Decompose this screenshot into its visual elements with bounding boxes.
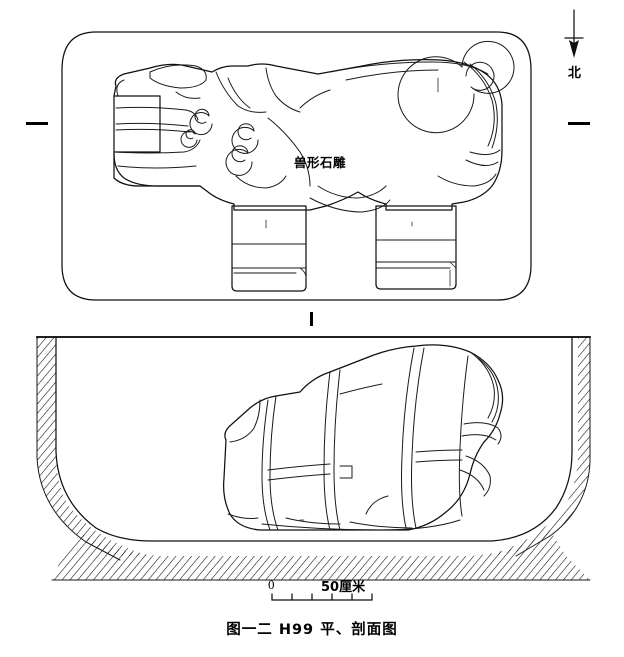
carving-snout-tip — [116, 79, 125, 97]
carving-neck-ridge — [265, 67, 301, 113]
section-artifact-base-line — [261, 519, 461, 531]
carving-body-contour-2 — [299, 89, 331, 109]
figure-caption: 图一二 H99 平、剖面图 — [226, 622, 398, 638]
section-artifact-band-3b — [415, 459, 463, 463]
section-artifact-seg-1 — [261, 399, 271, 531]
carving-body-outline — [113, 58, 503, 211]
hatch-left-wall — [37, 337, 150, 556]
carving-snout-line-1 — [115, 106, 199, 121]
north-arrow-head — [569, 40, 579, 58]
section-artifact-curl-3 — [463, 422, 502, 445]
section-hatch-outer-right — [515, 336, 591, 557]
section-artifact-curl-1 — [469, 351, 495, 419]
carving-belly-line — [317, 185, 387, 199]
hatch-floor — [52, 530, 590, 580]
plan-pit-outline — [61, 31, 532, 301]
section-artifact-curl-4 — [461, 434, 497, 441]
carving-shoulder-spiral-2 — [225, 145, 253, 176]
carving-haunch-curve-1 — [463, 61, 495, 147]
carving-snout-line-2 — [115, 122, 189, 127]
carving-tail-curl — [469, 149, 501, 156]
carving-jaw-line — [115, 139, 201, 154]
carving-rear-leg — [375, 205, 457, 290]
carving-back-ridge — [329, 61, 489, 75]
section-artifact-outline — [223, 344, 504, 531]
scale-bar-group — [271, 593, 373, 601]
carving-body-contour-1 — [267, 117, 311, 187]
section-artifact-seg-1b — [269, 395, 279, 531]
carving-lower-jaw — [117, 165, 197, 169]
section-artifact-seg-4 — [458, 355, 469, 517]
carving-shoulder-sweep — [235, 175, 287, 189]
carving-chin-block — [113, 153, 201, 187]
north-direction-label: 北 — [568, 66, 582, 81]
carving-belly-line-2 — [309, 197, 391, 213]
section-artifact-seg-3 — [401, 347, 415, 529]
carving-ear-right — [215, 71, 267, 113]
carving-snout-line-3 — [115, 128, 191, 133]
plan-view-group — [61, 31, 532, 301]
carving-ear-left — [149, 64, 207, 89]
section-artifact-band-2 — [339, 465, 353, 479]
carving-ear-right-inner — [227, 77, 251, 109]
section-artifact-curl-2 — [477, 357, 499, 423]
section-artifact-base-line-2 — [285, 517, 341, 525]
carving-tail-curl-2 — [465, 159, 499, 166]
section-soil-hatch — [37, 337, 590, 580]
section-marker-right — [568, 122, 590, 125]
section-artifact-band-4 — [339, 383, 383, 395]
section-artifact-curl-5 — [465, 455, 491, 497]
section-artifact-curl-6 — [459, 469, 485, 491]
section-artifact-seg-3b — [411, 347, 425, 529]
carving-shoulder-spiral-1 — [231, 123, 259, 154]
carving-cheek-spiral — [180, 129, 198, 148]
section-artifact-base-lip — [349, 521, 413, 529]
carving-brow-curve — [175, 91, 201, 99]
section-artifact-band-1 — [267, 463, 331, 471]
section-artifact-seg-2b — [333, 369, 341, 531]
carving-front-leg — [231, 205, 307, 292]
artifact-label: 兽形石雕 — [294, 155, 347, 170]
section-pit-profile — [55, 336, 573, 542]
north-arrow-group — [564, 9, 584, 58]
carving-rear-body-edge — [437, 173, 497, 187]
section-marker-bottom — [310, 312, 313, 326]
section-marker-left — [26, 122, 48, 125]
scale-bar-min-label: 0 — [268, 577, 275, 592]
section-view-group — [36, 336, 591, 581]
section-artifact-band-1b — [267, 473, 331, 481]
hatch-right-wall — [486, 337, 590, 556]
section-artifact-band-3 — [415, 449, 463, 453]
scale-bar-max-label: 50厘米 — [321, 580, 366, 595]
section-artifact-rear-foot — [365, 495, 389, 515]
carving-haunch-curve-2 — [469, 63, 498, 149]
carving-eye-spiral — [189, 108, 213, 136]
section-artifact-seg-2 — [323, 371, 331, 531]
section-hatch-outer-left — [36, 336, 121, 561]
section-artifact-head-taper — [229, 399, 261, 443]
section-artifact-head-base — [227, 513, 259, 519]
carving-back-ridge-2 — [345, 69, 439, 81]
carving-rear-spiral — [397, 40, 515, 134]
